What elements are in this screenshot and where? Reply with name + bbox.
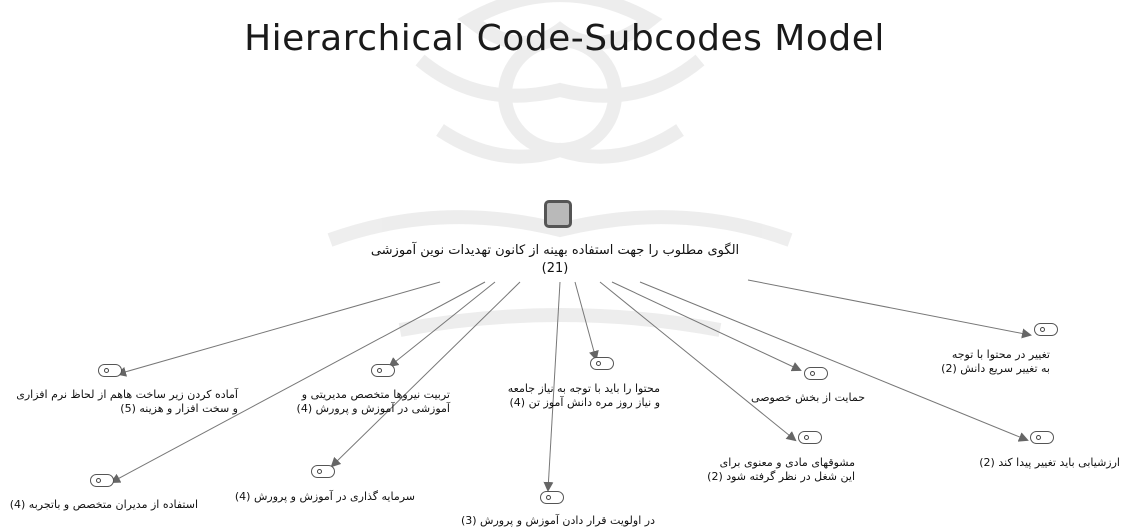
code-node-icon[interactable] xyxy=(311,465,335,478)
code-node-icon[interactable] xyxy=(1030,431,1054,444)
edge xyxy=(574,281,599,361)
root-code-count: (21) xyxy=(541,261,569,276)
code-node-label: تربیت نیروها متخصص مدیریتی و آموزشی در آ… xyxy=(296,388,450,415)
code-node-label: در اولویت قرار دادن آموزش و پرورش (3) xyxy=(460,514,655,527)
code-node-icon[interactable] xyxy=(540,491,564,504)
code-node-icon[interactable] xyxy=(1034,323,1058,336)
code-node-label: ارزشیابی باید تغییر پیدا کند (2) xyxy=(979,456,1120,469)
diagram-title: Hierarchical Code-Subcodes Model xyxy=(244,18,885,59)
code-node-icon[interactable] xyxy=(804,367,828,380)
code-node-label: حمایت از بخش خصوصی xyxy=(751,391,865,404)
edge xyxy=(611,281,802,372)
edge xyxy=(388,281,496,368)
code-node-label: تغییر در محتوا با توجه به تغییر سریع دان… xyxy=(941,348,1050,375)
code-node-icon[interactable] xyxy=(590,357,614,370)
code-node-label: سرمایه گذاری در آموزش و پرورش (4) xyxy=(234,490,415,503)
root-code-text: الگوی مطلوب را جهت استفاده بهینه از کانو… xyxy=(370,243,740,258)
edge xyxy=(747,279,1032,339)
root-code-label: الگوی مطلوب را جهت استفاده بهینه از کانو… xyxy=(330,242,780,278)
code-node-label: مشوقهای مادی و معنوی برای این شغل در نظر… xyxy=(707,456,855,483)
code-node-icon[interactable] xyxy=(371,364,395,377)
edge xyxy=(110,281,486,483)
edge xyxy=(543,281,561,492)
edge xyxy=(639,281,1029,442)
edge xyxy=(116,281,441,377)
code-node-icon[interactable] xyxy=(90,474,114,487)
root-code-icon[interactable] xyxy=(544,200,572,228)
code-node-icon[interactable] xyxy=(798,431,822,444)
code-node-label: استفاده از مدیران متخصص و باتجربه (4) xyxy=(9,498,198,511)
code-node-label: محتوا را باید با توجه به نیاز جامعه و نی… xyxy=(507,382,660,409)
code-node-label: آماده کردن زیر ساخت هاهم از لحاظ نرم افز… xyxy=(16,388,238,415)
edge xyxy=(599,281,797,442)
code-node-icon[interactable] xyxy=(98,364,122,377)
edge xyxy=(330,281,521,468)
